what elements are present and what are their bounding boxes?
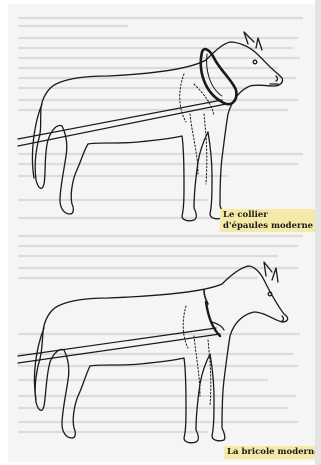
caption-line-2: d'épaules moderne	[223, 221, 313, 232]
breast-collar	[206, 302, 220, 336]
page-edge	[315, 0, 321, 465]
trace-lower	[18, 334, 220, 363]
horse-bricole-illustration	[8, 236, 315, 456]
figure-caption-bricole: La bricole moderne	[224, 446, 315, 459]
trace-upper	[18, 328, 216, 356]
figure-caption: Le collier d'épaules moderne	[220, 209, 315, 232]
trace-upper	[18, 100, 222, 139]
scanned-page: Le collier d'épaules moderne	[8, 4, 315, 462]
caption-line-1: La bricole moderne	[227, 447, 315, 458]
horse-collar-illustration	[8, 4, 315, 224]
figure-collier: Le collier d'épaules moderne	[8, 4, 315, 224]
horse-outline	[35, 266, 287, 443]
figure-bricole	[8, 236, 315, 456]
horse-outline	[35, 42, 282, 221]
shoulder-collar	[201, 49, 237, 104]
trace-lower	[18, 104, 226, 146]
caption-line-1: Le collier	[223, 210, 313, 221]
